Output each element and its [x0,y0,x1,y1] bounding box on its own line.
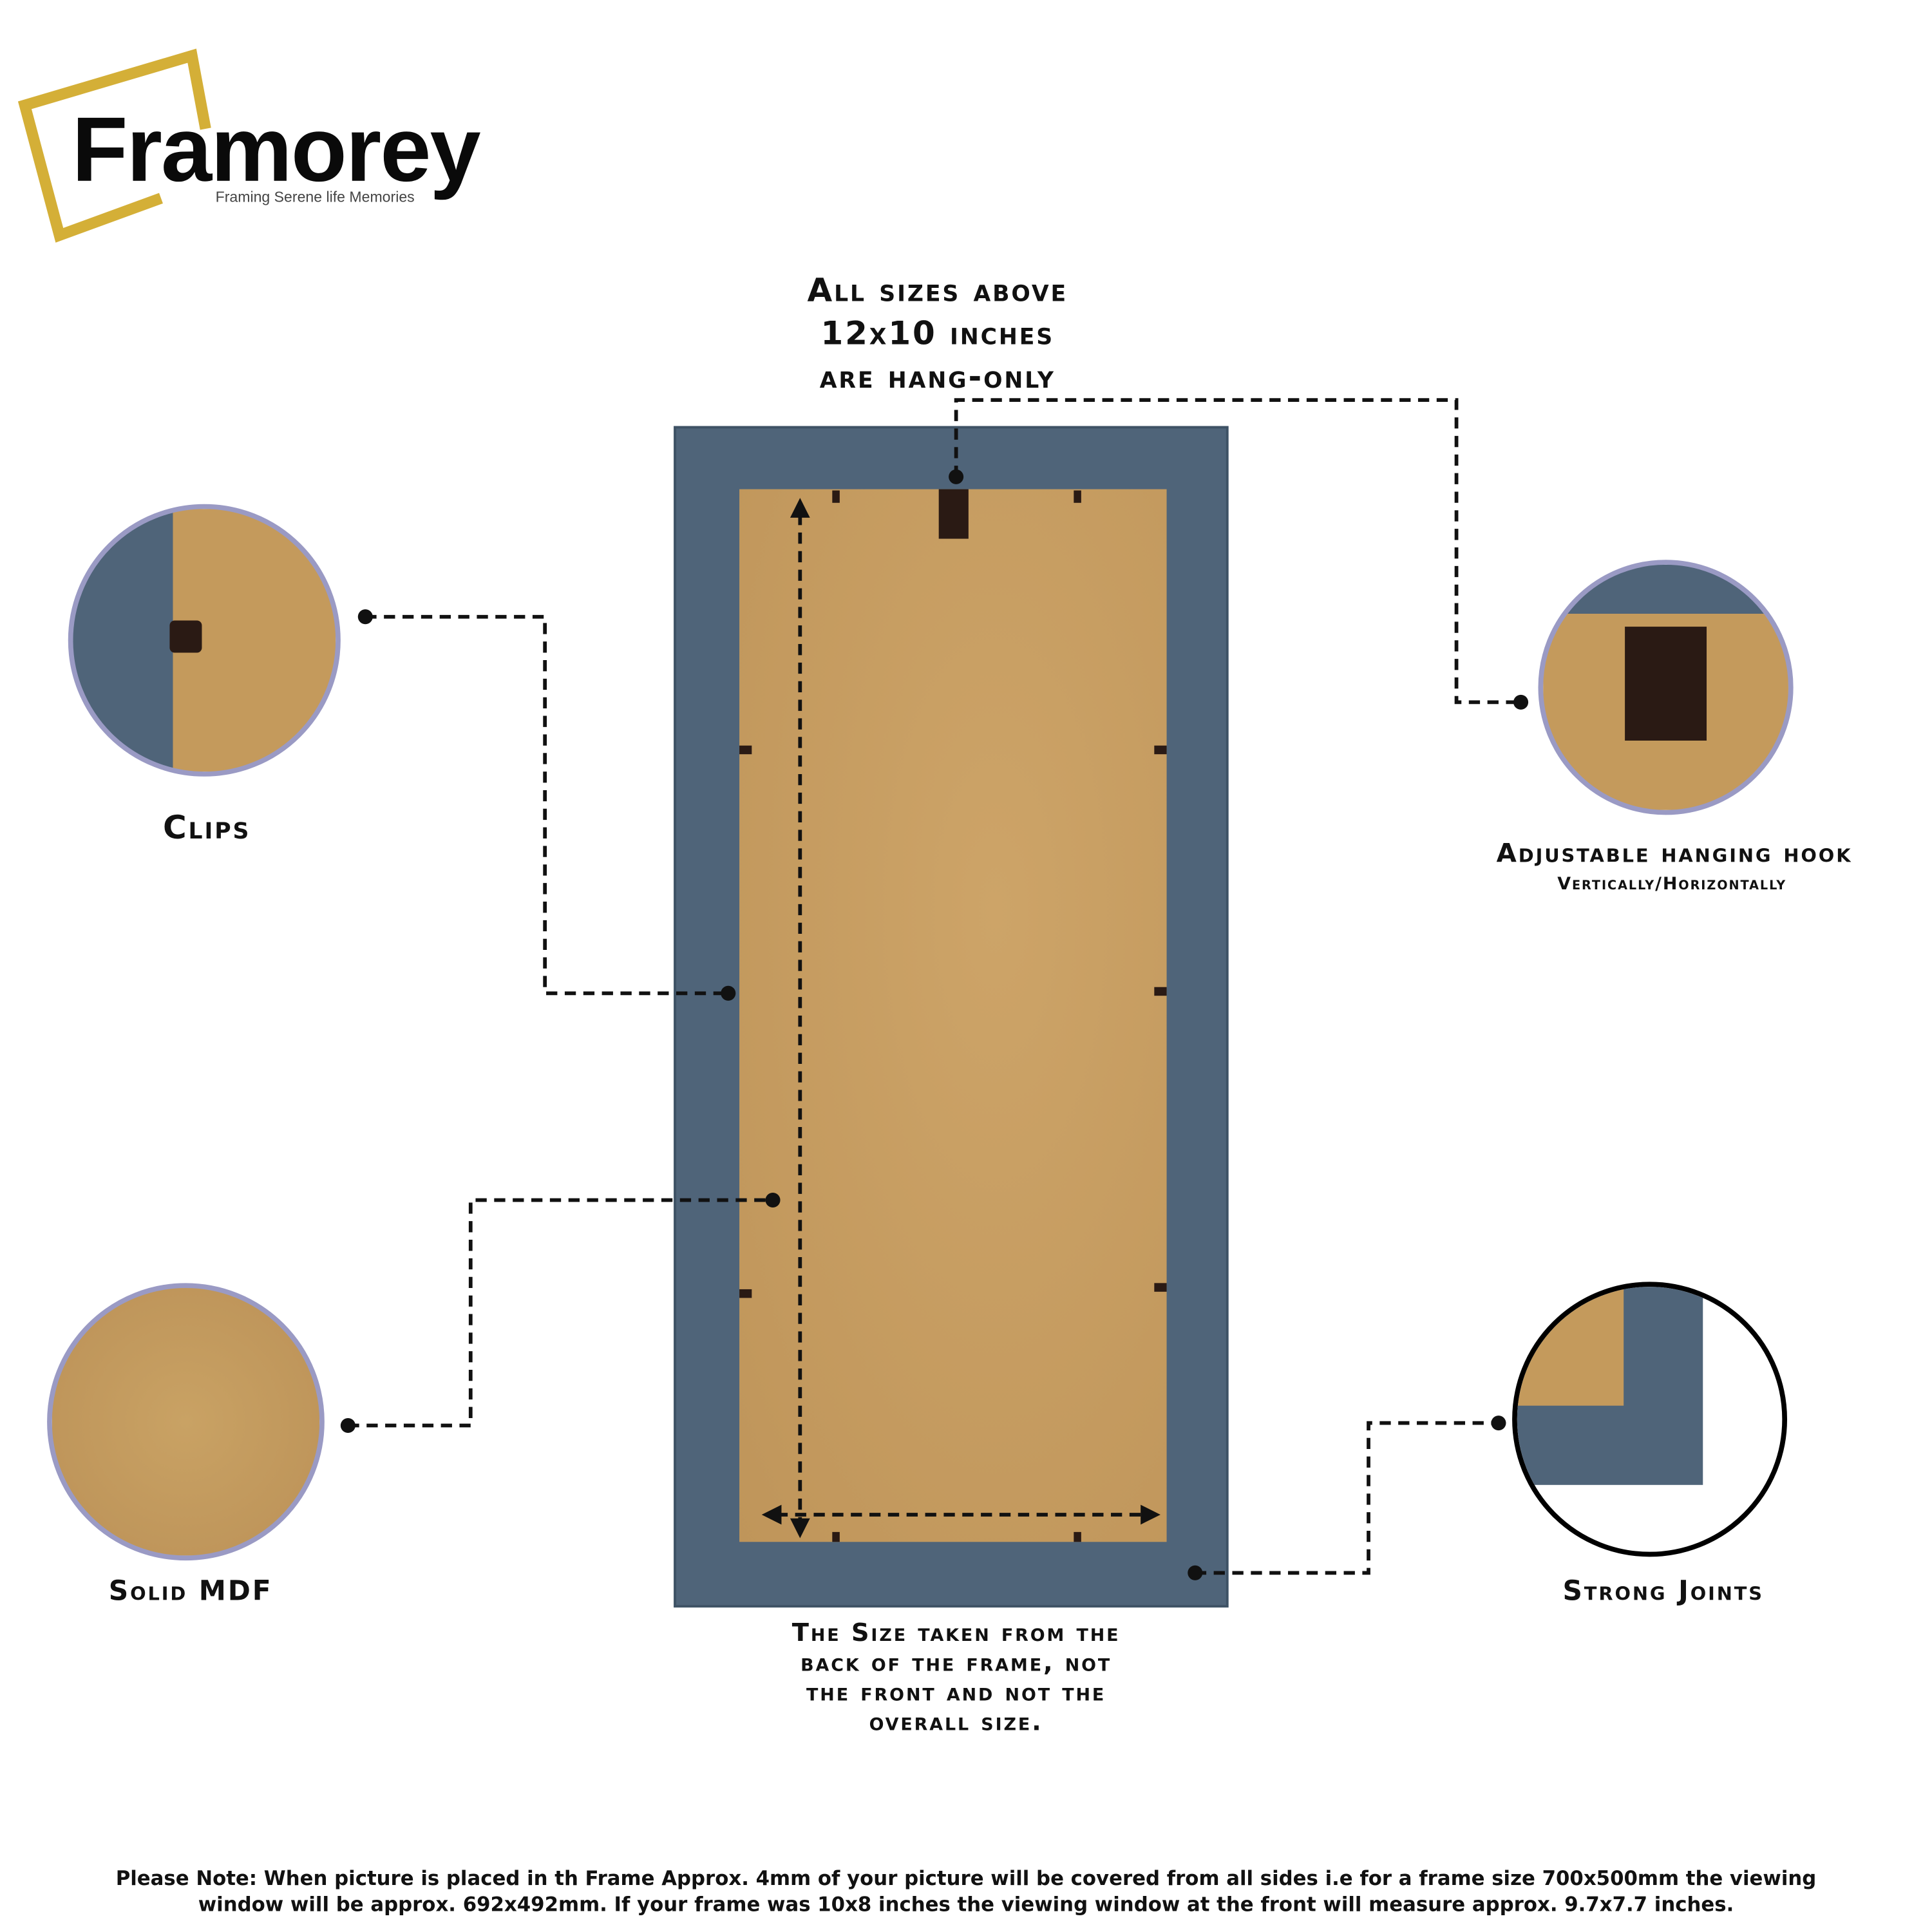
joints-callout-line [1195,1421,1499,1575]
brand-name: Framorey [71,97,481,201]
clip [832,490,840,503]
clip [1154,745,1167,755]
clip [1074,490,1081,503]
clip [1154,1283,1167,1292]
hook-sublabel: Vertically/Horizontally [1557,874,1787,895]
size-note-line: The Size taken from the [791,1617,1121,1647]
mdf-label: Solid MDF [108,1577,273,1608]
size-note-line: overall size. [869,1707,1043,1737]
backing-corner [1517,1287,1624,1406]
size-note-line: back of the frame, not [800,1647,1112,1677]
joints-detail-image [1512,1282,1788,1557]
hanging-hook [938,489,969,539]
footer-note-line: Please Note: When picture is placed in t… [115,1866,1817,1890]
clip [739,1289,752,1298]
footer-note: Please Note: When picture is placed in t… [0,1865,1932,1917]
hook-label: Adjustable hanging hook [1496,838,1853,869]
note-line: 12x10 inches [820,316,1055,354]
mdf-backing [739,489,1167,1542]
size-note: The Size taken from the back of the fram… [708,1618,1204,1737]
clip-closeup [169,620,202,653]
hang-only-note: All sizes above 12x10 inches are hang-on… [690,270,1185,400]
logo-frame-icon [17,48,211,243]
note-line: are hang-only [819,359,1056,397]
brand-tagline: Framing Serene life Memories [215,188,415,206]
clip [1074,1531,1081,1542]
hook-callout-line [954,398,1521,705]
clips-detail-image [68,504,341,777]
clip [1154,987,1167,996]
note-line: All sizes above [807,272,1068,310]
hook-detail-image [1538,560,1794,815]
mdf-detail-image [47,1283,325,1561]
footer-note-line: window will be approx. 692x492mm. If you… [198,1892,1734,1917]
joints-label: Strong Joints [1562,1577,1764,1608]
clip [832,1531,840,1542]
clip [739,745,752,755]
clips-label: Clips [162,810,251,848]
size-note-line: the front and not the [806,1676,1106,1707]
hook-closeup [1625,627,1707,741]
mdf-callout-line [348,1198,773,1428]
clips-callout-line [365,614,728,996]
